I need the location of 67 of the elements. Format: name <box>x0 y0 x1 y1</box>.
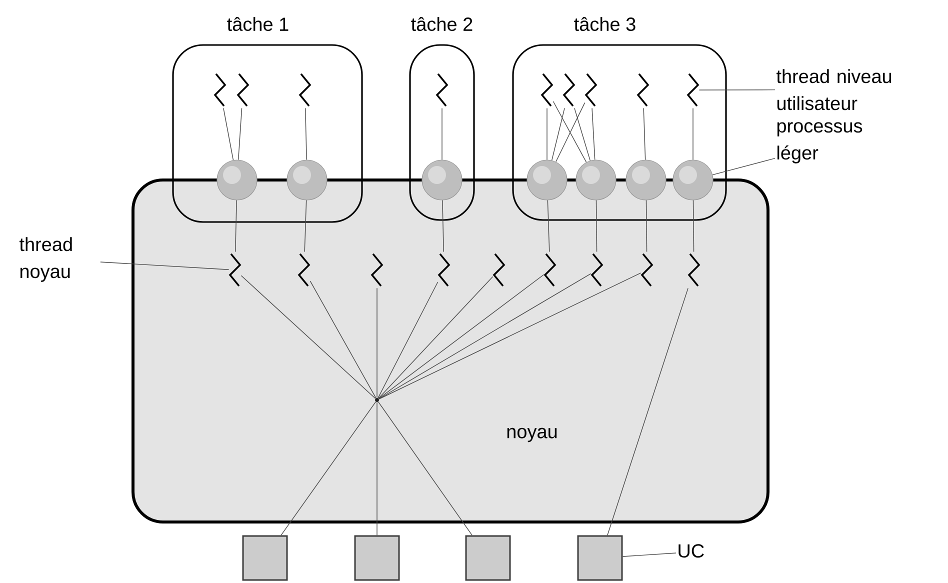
connector-line <box>551 108 565 161</box>
processor-square <box>465 535 511 581</box>
leader-line <box>698 89 776 90</box>
connector-line <box>646 200 648 252</box>
zigzag-symbol <box>590 253 604 287</box>
connector-line <box>235 200 237 252</box>
zigzag-symbol <box>540 73 554 107</box>
connector-line <box>304 200 307 252</box>
zigzag-symbol <box>636 73 650 107</box>
zigzag-symbol <box>298 73 312 107</box>
connector-line <box>574 108 591 161</box>
connector-line <box>596 200 598 252</box>
leader-line <box>622 552 676 557</box>
connector-line <box>376 288 378 398</box>
sphere <box>576 160 616 200</box>
connector-line <box>376 402 378 536</box>
zigzag-symbol <box>228 253 242 287</box>
connector-line <box>546 108 548 160</box>
connector-line <box>310 280 376 398</box>
connector-line <box>378 276 494 399</box>
sphere <box>672 160 714 200</box>
zigzag-symbol <box>640 253 654 287</box>
connector-line <box>280 401 376 536</box>
zigzag-symbol <box>584 73 598 107</box>
zigzag-symbol <box>686 73 700 107</box>
leader-line <box>100 262 230 270</box>
zigzag-symbol <box>492 253 506 287</box>
connector-line <box>692 108 694 160</box>
processor-square <box>242 535 288 581</box>
connector-line <box>547 200 550 252</box>
connector-line <box>643 108 646 160</box>
sphere <box>526 160 568 200</box>
connector-line <box>223 108 234 160</box>
connector-line <box>240 275 376 399</box>
node-label: tâche 1 <box>227 16 288 31</box>
callout-label: UC <box>678 544 704 558</box>
connector-line <box>442 200 444 252</box>
node-label: tâche 3 <box>574 16 636 31</box>
connector-line <box>378 274 544 400</box>
connector-line <box>378 273 592 400</box>
connector-line <box>378 272 642 400</box>
zigzag-symbol <box>562 73 576 107</box>
callout-label: processus léger <box>777 122 862 164</box>
processor-square <box>577 535 623 581</box>
sphere <box>422 160 462 200</box>
zigzag-symbol <box>544 253 556 287</box>
zigzag-symbol <box>436 73 448 107</box>
sphere <box>286 160 328 200</box>
zigzag-symbol <box>214 73 226 107</box>
connector-line <box>378 282 438 398</box>
kernel-box: noyau <box>132 178 770 524</box>
connector-line <box>238 108 242 160</box>
zigzag-symbol <box>370 253 384 287</box>
zigzag-symbol <box>688 253 700 287</box>
zigzag-symbol <box>236 73 250 107</box>
connector-line <box>607 288 688 536</box>
node-label: tâche 2 <box>411 16 472 31</box>
connector-line <box>692 200 694 252</box>
zigzag-symbol <box>298 253 310 287</box>
zigzag-symbol <box>438 253 450 287</box>
callout-label: thread noyau <box>20 237 72 282</box>
processor-square <box>354 535 400 581</box>
connector-line <box>305 108 307 160</box>
sphere <box>626 160 666 200</box>
connector-line <box>378 401 472 536</box>
sphere <box>216 160 258 200</box>
connector-line <box>592 108 596 160</box>
